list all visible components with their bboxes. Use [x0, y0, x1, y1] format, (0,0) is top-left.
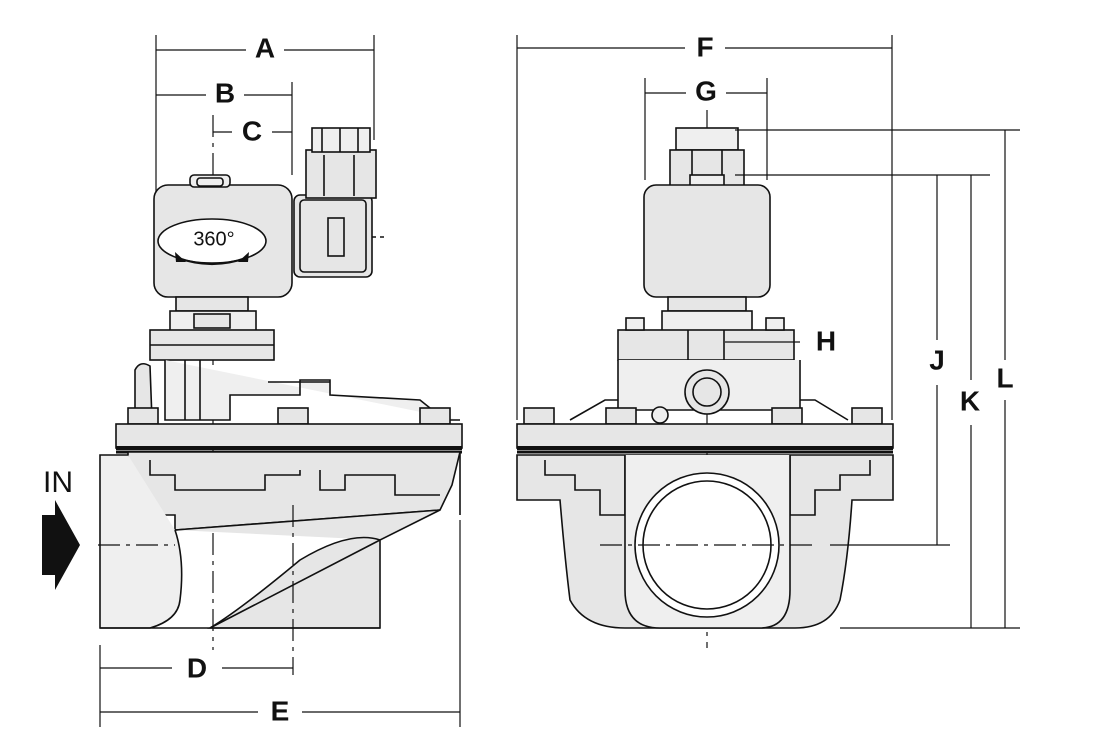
side-view: [42, 35, 463, 727]
dimension-a: [155, 35, 375, 200]
dimension-e: [100, 520, 461, 727]
dimension-jkl: [735, 129, 1020, 629]
label-h: H: [816, 325, 836, 356]
label-rotation: 360°: [193, 228, 234, 250]
front-view: [516, 35, 1020, 648]
label-b: B: [215, 77, 235, 108]
label-f: F: [696, 31, 713, 62]
dimension-g: [644, 78, 768, 180]
label-c: C: [242, 115, 262, 146]
label-l: L: [996, 362, 1013, 393]
rotation-arrow-icon: [177, 256, 247, 266]
label-k: K: [960, 385, 980, 416]
label-a: A: [255, 32, 275, 63]
electrical-connector: [293, 194, 373, 278]
dimension-b: [156, 82, 293, 175]
label-d: D: [187, 652, 207, 683]
label-j: J: [929, 344, 945, 375]
cover-flange: [115, 423, 463, 449]
flow-arrow-icon: [42, 500, 80, 590]
label-g: G: [695, 75, 717, 106]
label-e: E: [271, 695, 290, 726]
dimension-d: [99, 645, 293, 727]
dimension-f: [516, 35, 893, 420]
label-inlet: IN: [43, 466, 73, 499]
